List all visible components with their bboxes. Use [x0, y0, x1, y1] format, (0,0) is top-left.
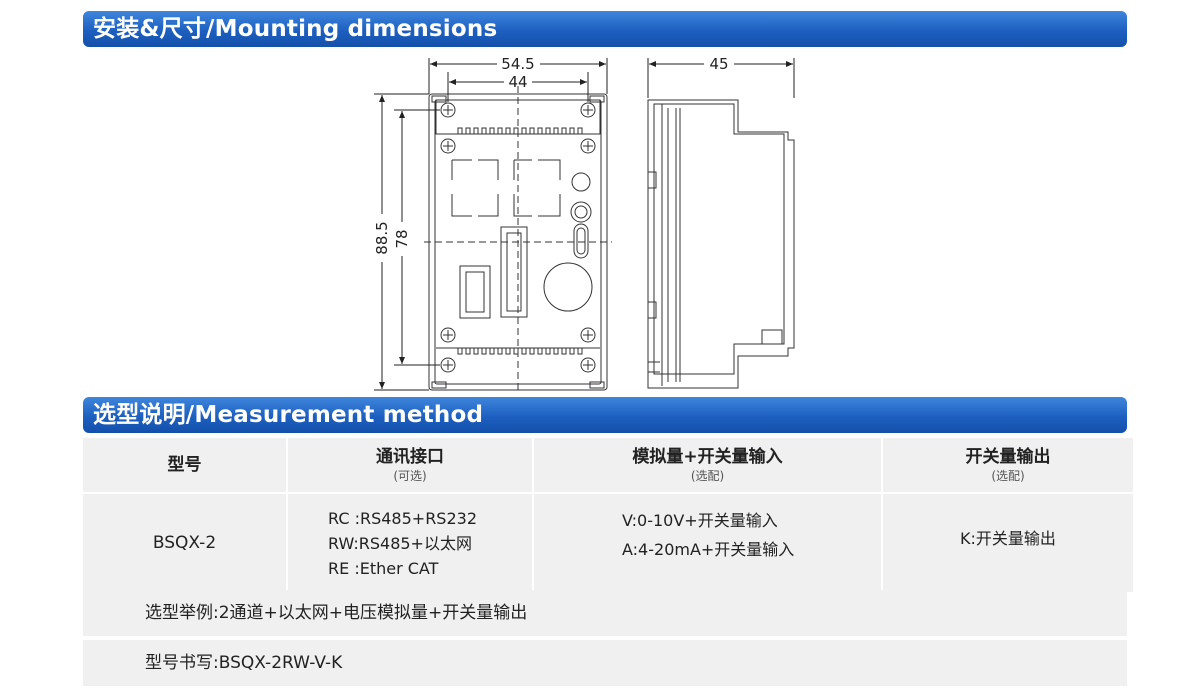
comm-cell: RC :RS485+RS232 RW:RS485+以太网 RE :Ether C… — [288, 494, 532, 592]
model-code-row: 型号书写:BSQX-2RW-V-K — [83, 640, 1127, 686]
round-knob — [543, 262, 593, 312]
analog-option: V:0-10V+开关量输入 — [622, 511, 778, 530]
header-analog-label: 模拟量+开关量输入 — [632, 447, 783, 467]
header-model-label: 型号 — [167, 455, 202, 475]
screw-icons — [440, 102, 596, 373]
measurement-section-header: 选型说明/Measurement method — [83, 397, 1127, 433]
analog-cell: V:0-10V+开关量输入 A:4-20mA+开关量输入 — [534, 494, 881, 592]
dim-width-inner: 44 — [508, 73, 527, 91]
mounting-section-title: 安装&尺寸/Mounting dimensions — [93, 16, 498, 42]
mounting-drawing: 54.5 44 88.5 78 45 — [373, 55, 795, 394]
model-cell: BSQX-2 — [83, 494, 286, 592]
dim-width-outer: 54.5 — [501, 55, 534, 73]
selection-table: 型号 通讯接口 (可选) 模拟量+开关量输入 (选配) 开关量输出 (选配) B… — [83, 438, 1133, 592]
dim-depth: 45 — [709, 55, 728, 73]
model-value: BSQX-2 — [152, 533, 217, 553]
header-analog-sub: (选配) — [690, 469, 725, 483]
header-analog: 模拟量+开关量输入 (选配) — [534, 438, 881, 492]
comm-option: RC :RS485+RS232 — [328, 508, 477, 528]
header-output: 开关量输出 (选配) — [883, 438, 1133, 492]
header-comm-label: 通讯接口 — [376, 447, 444, 467]
selection-example: 选型举例:2通道+以太网+电压模拟量+开关量输出 — [83, 590, 1127, 636]
header-model: 型号 — [83, 438, 286, 492]
header-comm: 通讯接口 (可选) — [288, 438, 532, 492]
dim-height-inner: 78 — [393, 229, 411, 248]
comm-option: RW:RS485+以太网 — [328, 533, 472, 553]
mounting-section-header: 安装&尺寸/Mounting dimensions — [83, 11, 1127, 47]
header-comm-sub: (可选) — [393, 469, 427, 483]
comm-option: RE :Ether CAT — [328, 558, 439, 578]
output-option: K:开关量输出 — [960, 529, 1056, 548]
header-output-sub: (选配) — [991, 469, 1025, 483]
dim-height-outer: 88.5 — [373, 221, 391, 254]
model-code-text: 型号书写:BSQX-2RW-V-K — [145, 653, 343, 673]
side-view-outline — [647, 99, 795, 389]
header-output-label: 开关量输出 — [965, 447, 1051, 467]
analog-option: A:4-20mA+开关量输入 — [622, 540, 795, 559]
selection-example-text: 选型举例:2通道+以太网+电压模拟量+开关量输出 — [145, 603, 528, 623]
output-cell: K:开关量输出 — [883, 494, 1133, 592]
measurement-section-title: 选型说明/Measurement method — [93, 402, 484, 428]
